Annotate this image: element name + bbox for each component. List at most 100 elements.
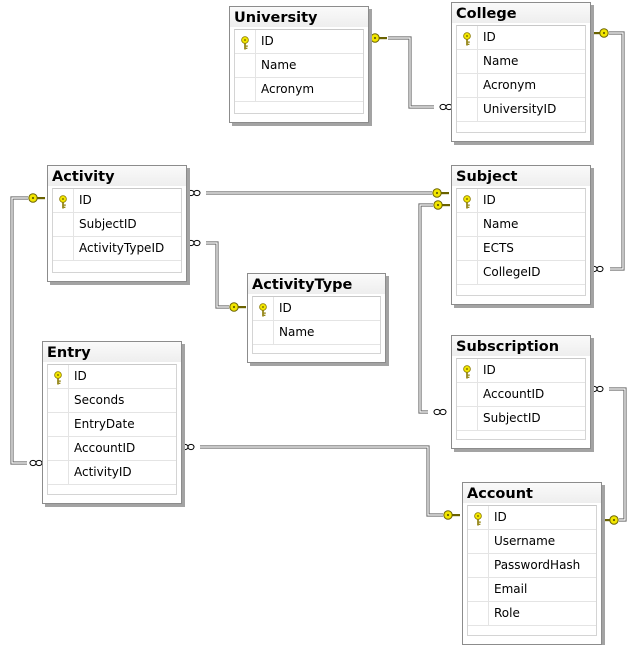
row-selector <box>457 98 478 121</box>
column-row[interactable]: Username <box>468 530 596 554</box>
column-row[interactable]: Acronym <box>457 74 585 98</box>
relationship-2[interactable] <box>187 188 449 198</box>
column-row[interactable]: ID <box>235 30 363 54</box>
relationship-3[interactable] <box>187 239 246 312</box>
primary-key-icon <box>473 511 483 526</box>
column-row[interactable]: SubjectID <box>53 213 181 237</box>
row-selector <box>253 321 274 344</box>
column-row[interactable]: Name <box>253 321 380 345</box>
one-end-key-icon <box>592 28 609 38</box>
row-selector <box>457 213 478 236</box>
column-name: ID <box>483 30 496 44</box>
one-end-key-icon <box>432 188 449 198</box>
column-row[interactable]: ID <box>253 297 380 321</box>
column-name: ID <box>483 363 496 377</box>
column-name: AccountID <box>483 387 545 401</box>
row-selector <box>457 383 478 406</box>
column-row[interactable]: ActivityTypeID <box>53 237 181 261</box>
column-name: ID <box>79 193 92 207</box>
column-list: ID AccountID SubjectID <box>456 358 586 440</box>
row-selector <box>468 506 489 529</box>
column-name: Seconds <box>74 393 125 407</box>
table-title: Activity <box>48 166 186 186</box>
column-row[interactable]: ID <box>468 506 596 530</box>
many-end-icon <box>439 103 453 111</box>
row-selector <box>457 407 478 430</box>
column-row[interactable]: Role <box>468 602 596 626</box>
column-row[interactable]: PasswordHash <box>468 554 596 578</box>
primary-key-icon <box>58 194 68 209</box>
column-name: UniversityID <box>483 102 557 116</box>
many-end-icon <box>181 443 195 451</box>
column-row[interactable]: ID <box>457 26 585 50</box>
relationship-5[interactable] <box>181 443 460 520</box>
column-name: ECTS <box>483 241 514 255</box>
column-name: Acronym <box>483 78 537 92</box>
column-name: ID <box>261 34 274 48</box>
column-row[interactable]: Email <box>468 578 596 602</box>
primary-key-icon <box>53 370 63 385</box>
table-title: ActivityType <box>248 274 385 294</box>
row-selector <box>48 413 69 436</box>
relationship-6[interactable] <box>418 200 450 416</box>
column-name: SubjectID <box>79 217 137 231</box>
column-row[interactable]: AccountID <box>48 437 176 461</box>
relationship-7[interactable] <box>590 385 627 525</box>
column-row[interactable]: ActivityID <box>48 461 176 485</box>
column-row[interactable]: Name <box>457 213 585 237</box>
column-name: Name <box>261 58 297 72</box>
column-name: ID <box>483 193 496 207</box>
row-selector <box>468 602 489 625</box>
row-selector <box>457 261 478 284</box>
row-selector <box>53 213 74 236</box>
column-row[interactable]: ID <box>48 365 176 389</box>
column-row[interactable]: ID <box>457 189 585 213</box>
column-name: AccountID <box>74 441 136 455</box>
row-selector <box>48 365 69 388</box>
column-row[interactable]: ID <box>457 359 585 383</box>
column-name: CollegeID <box>483 265 541 279</box>
row-selector <box>48 437 69 460</box>
column-row[interactable]: ID <box>53 189 181 213</box>
column-name: Acronym <box>261 82 315 96</box>
column-row[interactable]: CollegeID <box>457 261 585 285</box>
row-selector <box>53 189 74 212</box>
column-name: ActivityID <box>74 465 132 479</box>
column-name: Name <box>279 325 315 339</box>
row-selector <box>457 50 478 73</box>
row-selector <box>235 54 256 77</box>
column-row[interactable]: SubjectID <box>457 407 585 431</box>
row-selector <box>468 554 489 577</box>
column-name: PasswordHash <box>494 558 581 572</box>
column-row[interactable]: EntryDate <box>48 413 176 437</box>
relationship-1[interactable] <box>590 28 625 273</box>
column-row[interactable]: UniversityID <box>457 98 585 122</box>
one-end-key-icon <box>28 193 45 203</box>
column-row[interactable]: Name <box>235 54 363 78</box>
primary-key-icon <box>462 194 472 209</box>
relationship-4[interactable] <box>10 193 45 467</box>
relationship-0[interactable] <box>370 33 453 111</box>
column-list: ID SubjectID ActivityTypeID <box>52 188 182 273</box>
table-title: Subject <box>452 166 590 186</box>
table-title: Account <box>463 483 601 503</box>
column-row[interactable]: Acronym <box>235 78 363 102</box>
column-row[interactable]: Name <box>457 50 585 74</box>
column-name: EntryDate <box>74 417 135 431</box>
column-row[interactable]: ECTS <box>457 237 585 261</box>
column-name: Email <box>494 582 528 596</box>
column-row[interactable]: Seconds <box>48 389 176 413</box>
column-row[interactable]: AccountID <box>457 383 585 407</box>
row-selector <box>253 297 274 320</box>
primary-key-icon <box>462 364 472 379</box>
